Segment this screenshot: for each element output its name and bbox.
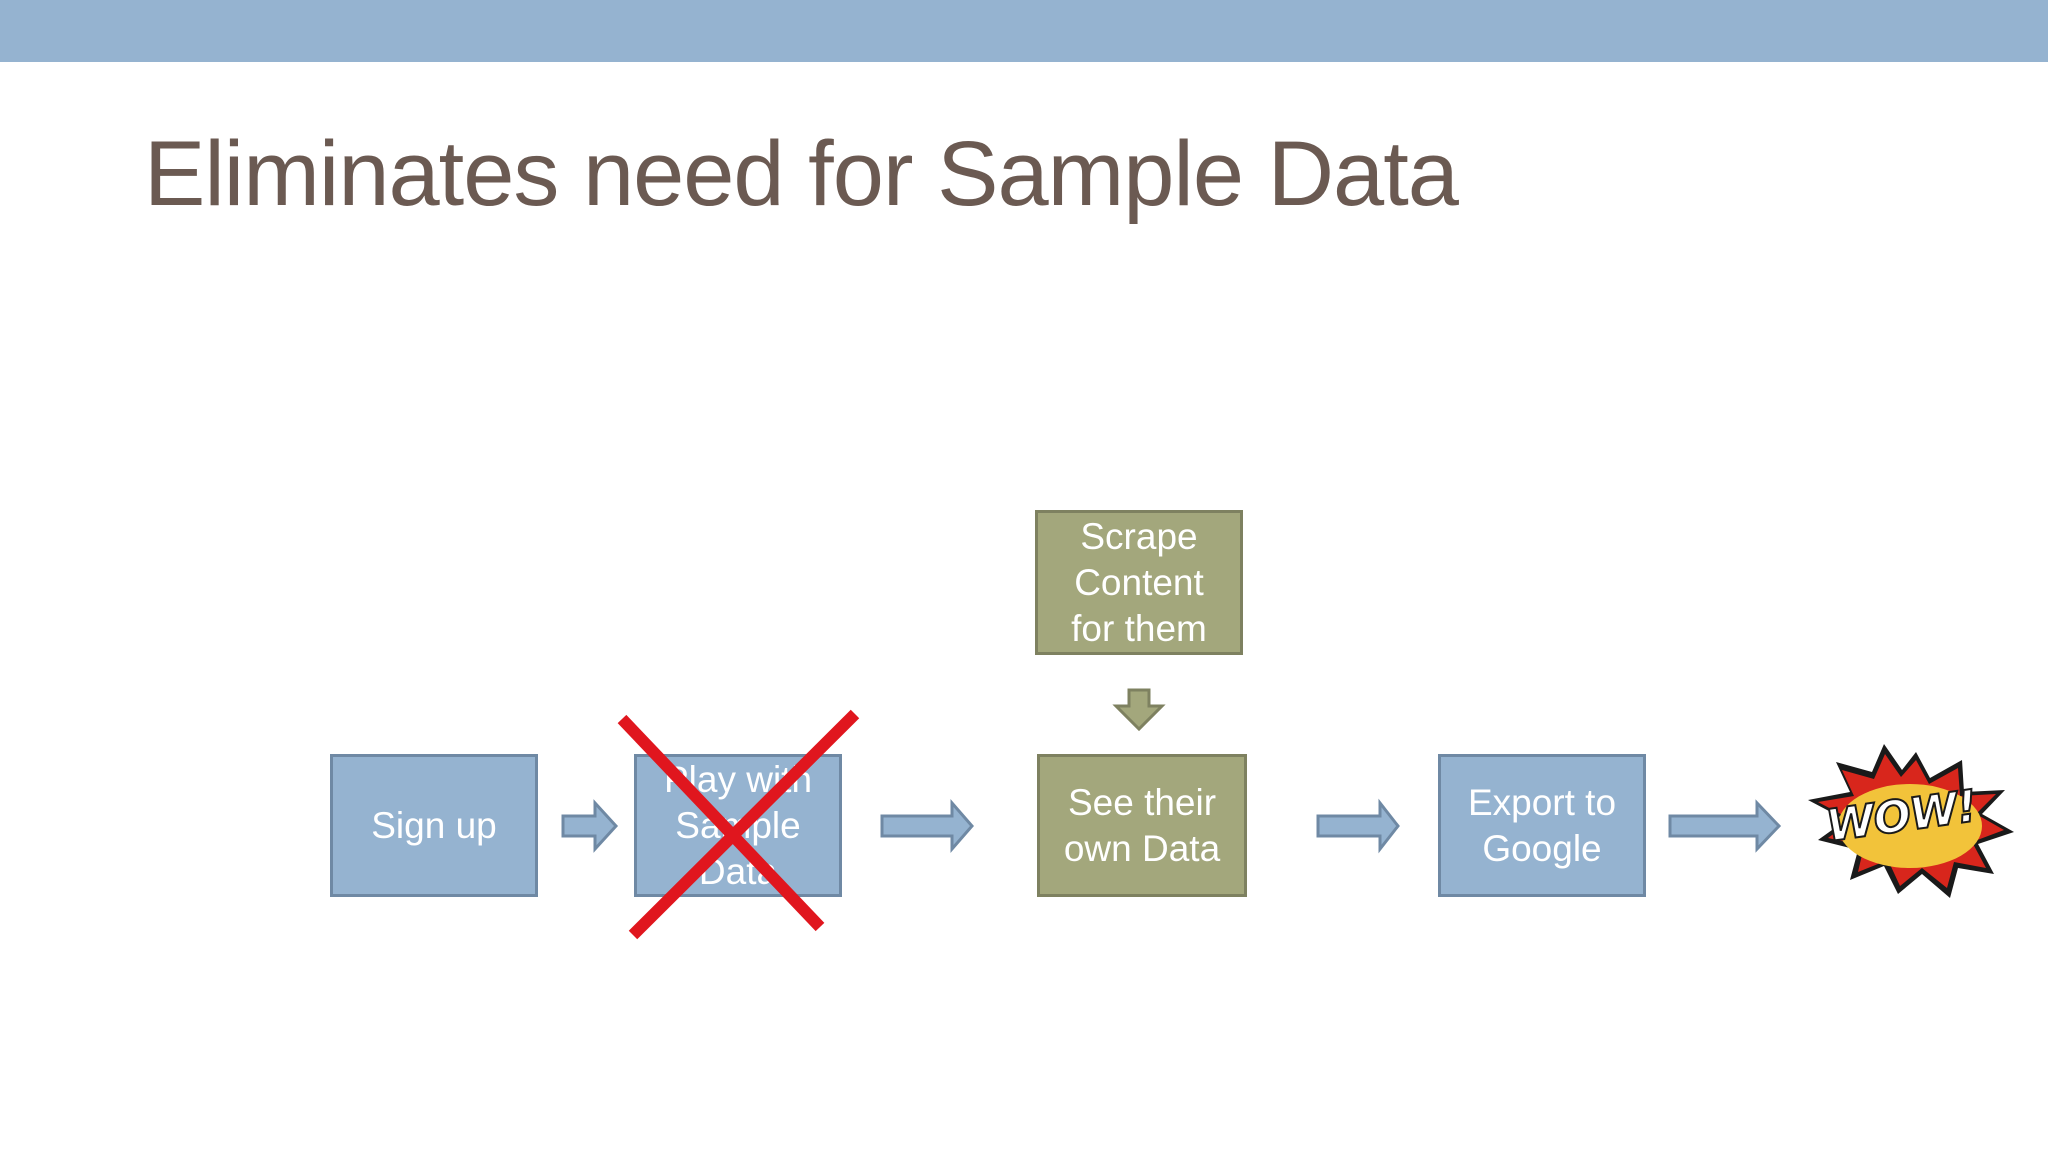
step-export-to-google: Export to Google (1438, 754, 1646, 897)
slide-title: Eliminates need for Sample Data (144, 123, 1459, 225)
arrow-right-icon (561, 799, 619, 853)
header-bar (0, 0, 2048, 62)
step-scrape-content: Scrape Content for them (1035, 510, 1243, 655)
arrow-right-icon (880, 798, 974, 854)
arrow-right-icon (1668, 799, 1782, 853)
arrow-down-icon (1112, 688, 1166, 732)
wow-label: WOW! (1822, 780, 1980, 853)
step-play-with-sample-data: Play with Sample Data (634, 754, 842, 897)
step-see-own-data: See their own Data (1037, 754, 1247, 897)
arrow-right-icon (1316, 798, 1400, 854)
step-sign-up: Sign up (330, 754, 538, 897)
